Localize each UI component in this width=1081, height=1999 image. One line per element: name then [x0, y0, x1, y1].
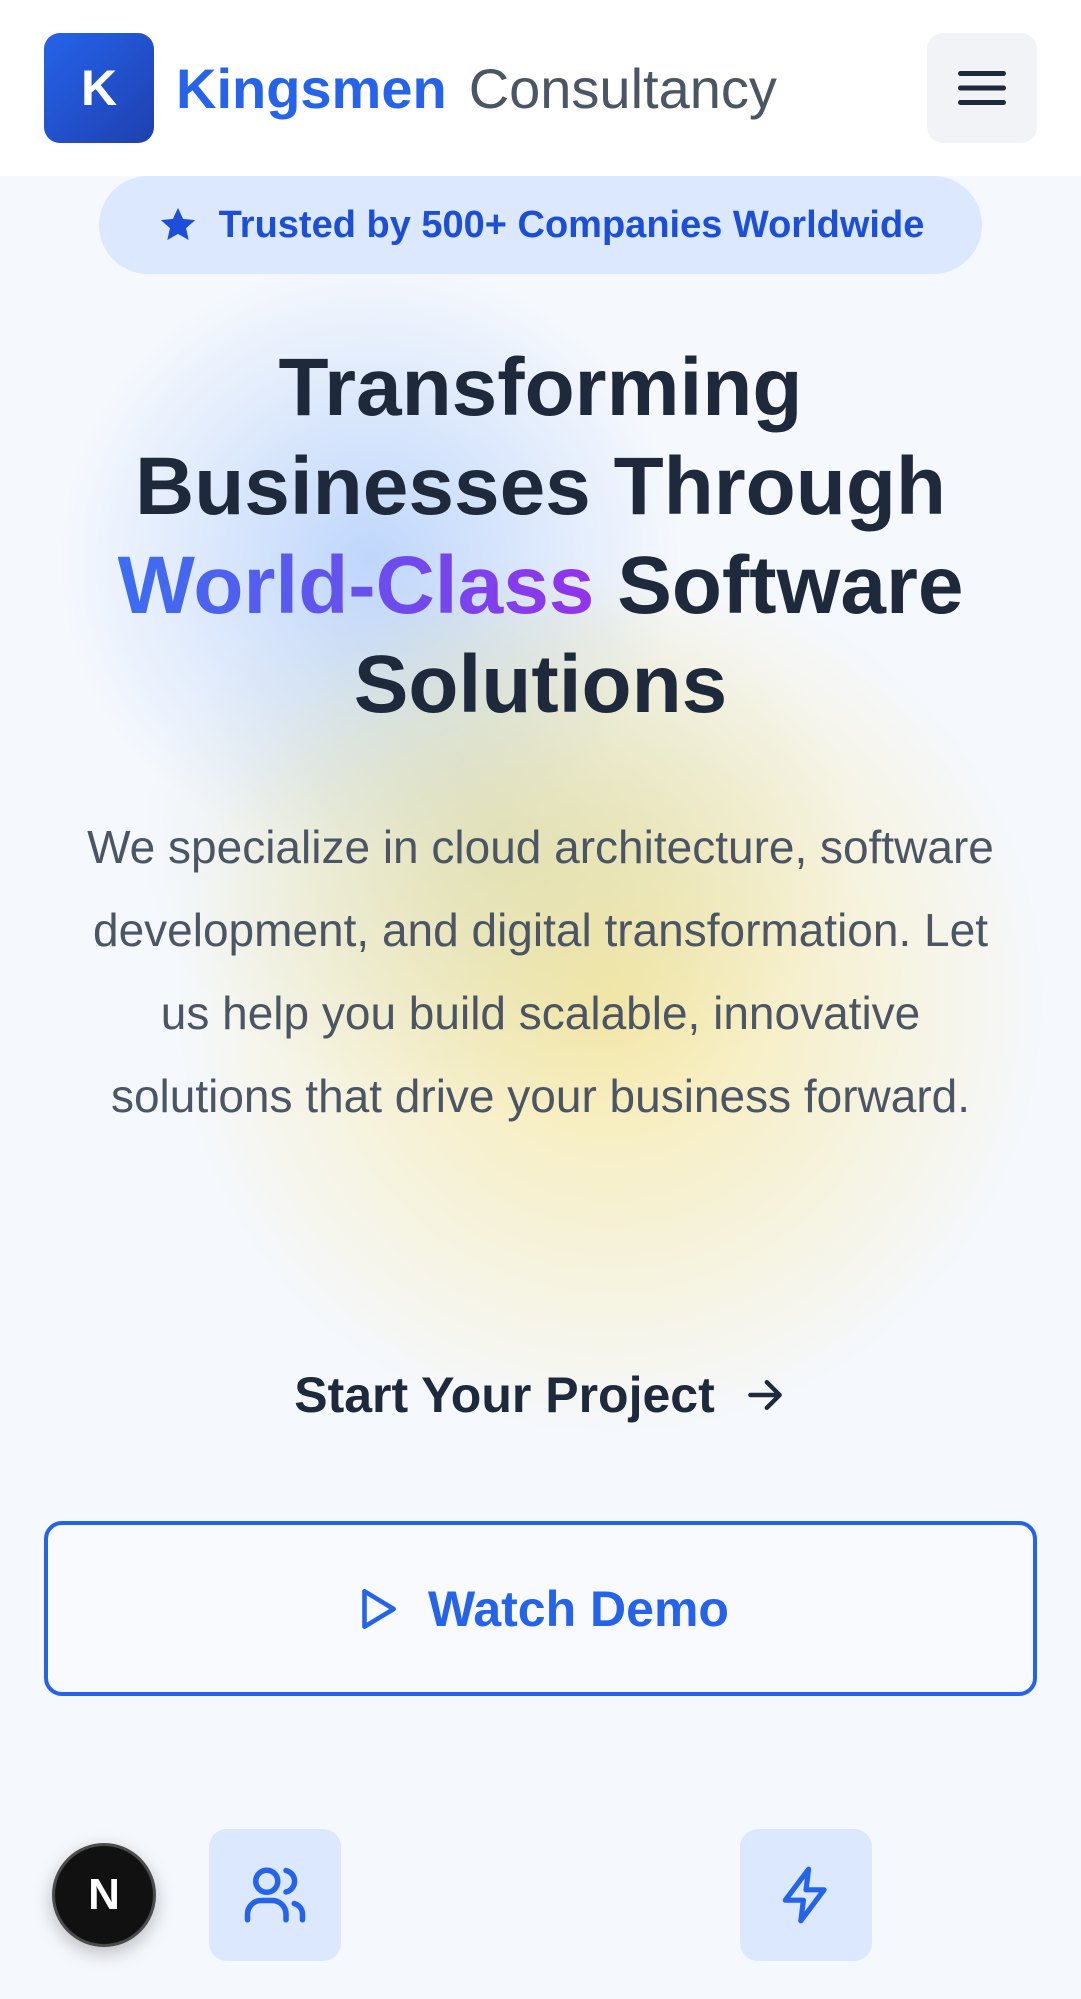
background-glow-yellow [170, 560, 1050, 1440]
hamburger-icon [958, 71, 1006, 105]
brand-main: Kingsmen [176, 56, 447, 120]
headline-line-4: Solutions [353, 639, 728, 730]
floating-n-badge[interactable]: N [52, 1843, 156, 1947]
floating-n-letter: N [88, 1870, 120, 1919]
users-icon [244, 1867, 306, 1923]
brand-sub: Consultancy [468, 56, 777, 120]
hero-headline: Transforming Businesses Through World-Cl… [40, 338, 1041, 734]
site-header: K Kingsmen Consultancy [0, 0, 1081, 176]
play-icon [362, 1588, 396, 1629]
trust-badge-text: Trusted by 500+ Companies Worldwide [218, 203, 925, 246]
watch-demo-label: Watch Demo [428, 1580, 729, 1637]
lightning-icon [782, 1866, 827, 1924]
headline-highlight: World-Class [117, 540, 595, 631]
start-project-link[interactable]: Start Your Project [0, 1355, 1081, 1435]
start-project-label: Start Your Project [294, 1367, 715, 1423]
hero-description: We specialize in cloud architecture, sof… [87, 821, 994, 1122]
brand-name[interactable]: Kingsmen Consultancy [176, 56, 777, 121]
logo-letter: K [80, 60, 118, 116]
feature-tile-users [209, 1829, 341, 1961]
menu-button[interactable] [927, 33, 1037, 143]
arrow-right-icon [747, 1379, 782, 1411]
feature-tile-lightning [740, 1829, 872, 1961]
headline-line-1: Transforming [278, 342, 803, 433]
headline-line-2: Businesses Through [134, 441, 947, 532]
watch-demo-button[interactable]: Watch Demo [44, 1521, 1037, 1696]
headline-line-3-rest: Software [594, 540, 964, 631]
logo[interactable]: K [44, 33, 154, 143]
trust-badge: Trusted by 500+ Companies Worldwide [99, 176, 982, 274]
star-icon [160, 207, 195, 241]
background-glow-olive [140, 560, 860, 1120]
